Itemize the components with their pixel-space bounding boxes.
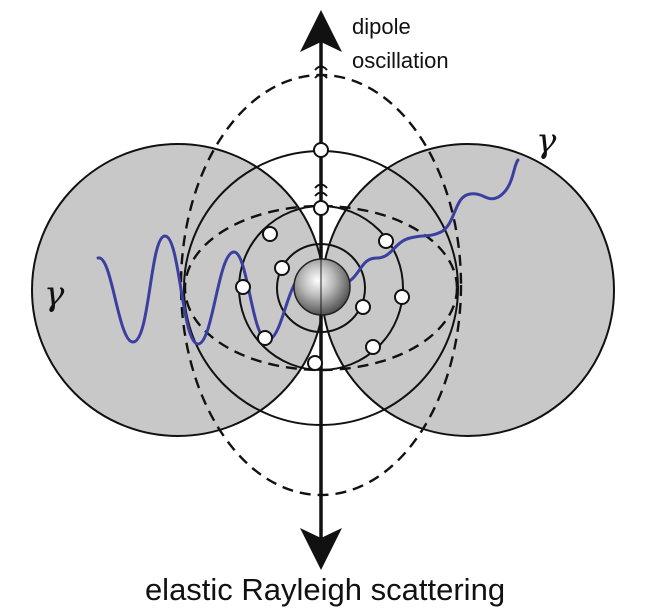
electron-middle-3	[257, 330, 273, 346]
photon-wave	[96, 158, 520, 346]
electron-inner-1	[274, 260, 290, 276]
electron-middle-1	[262, 226, 278, 242]
dipole-label-line2: oscillation	[352, 48, 449, 73]
electron-middle-5	[394, 289, 410, 305]
electron-middle-6	[365, 339, 381, 355]
nucleus-sphere-icon	[293, 258, 351, 316]
axis-bump-middle	[314, 183, 328, 197]
axis-arrow-up-icon	[300, 10, 342, 52]
gamma-label-right: γ	[536, 121, 557, 161]
diagram-caption: elastic Rayleigh scattering	[145, 572, 505, 607]
gamma-label-left: γ	[44, 274, 65, 314]
dipole-label-line1: dipole	[352, 14, 411, 39]
electron-axis-upper	[313, 200, 329, 216]
electron-axis-top	[313, 142, 329, 158]
electron-axis-lower	[307, 355, 323, 371]
electron-middle-2	[235, 279, 251, 295]
axis-bump-top	[314, 65, 328, 79]
electron-inner-2	[355, 299, 371, 315]
axis-arrow-down-icon	[300, 528, 342, 570]
left-emission-lobe	[31, 143, 325, 437]
electron-middle-4	[378, 233, 394, 249]
